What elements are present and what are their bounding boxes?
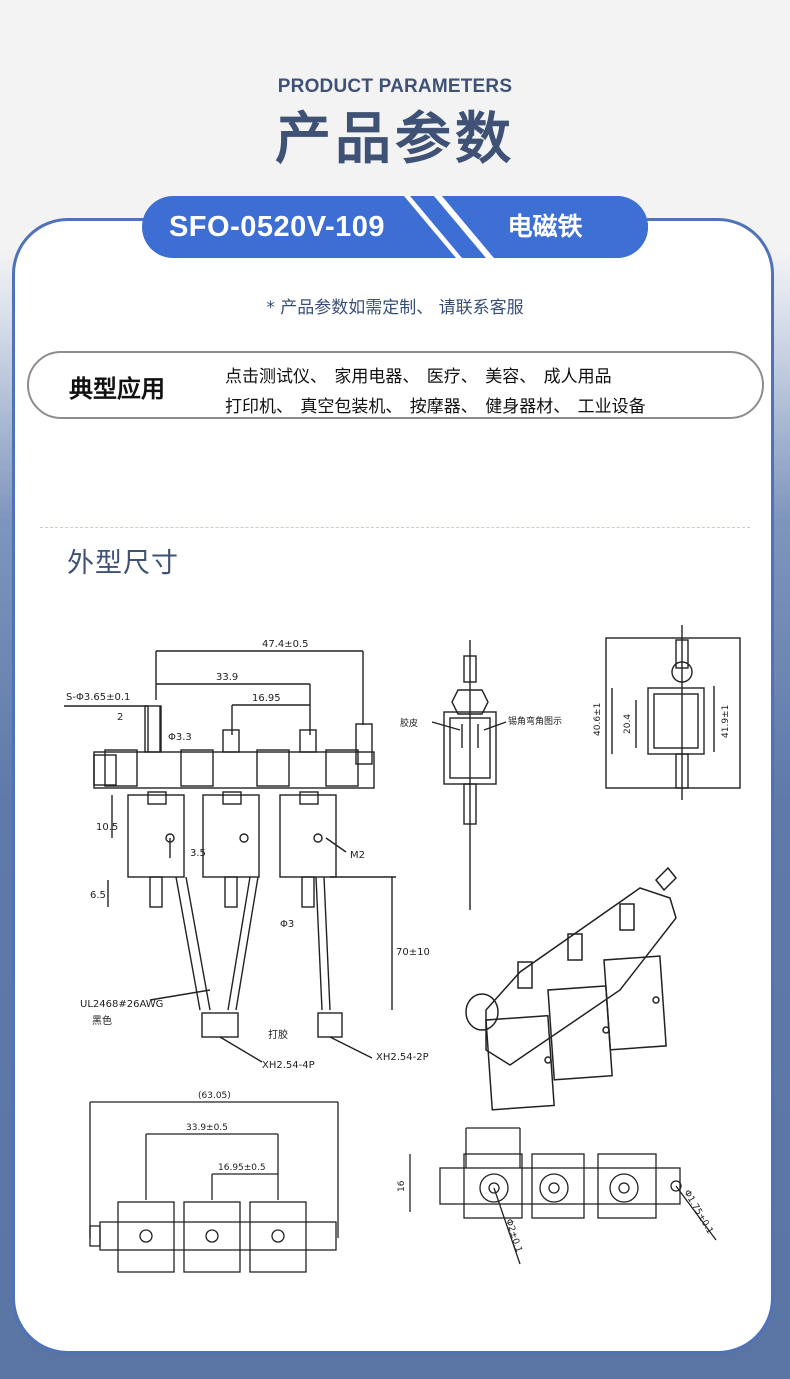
product-banner: SFO-0520V-109 电磁铁 (142, 196, 648, 258)
dim-lead-length: 70±10 (396, 947, 430, 958)
dim-outlet: Φ3 (280, 919, 294, 930)
side-glue-label: 胶皮 (400, 717, 418, 729)
end-h-all: 41.9±1 (721, 705, 731, 738)
end-view-drawing (605, 625, 741, 800)
dim-gap: 2 (117, 712, 123, 723)
dim-offset: 3.5 (190, 848, 206, 859)
connector-2p: XH2.54-2P (376, 1052, 429, 1063)
side-view-labels: 胶皮 锡角弯角图示 (400, 715, 562, 729)
dim-pitch2: 33.9 (216, 672, 238, 683)
product-model: SFO-0520V-109 (168, 211, 386, 243)
isometric-view-drawing (465, 866, 678, 1111)
dim-screw: M2 (350, 850, 365, 861)
dim-inlet-d: Φ3.3 (168, 732, 192, 743)
applications-title: 典型应用 (69, 375, 165, 403)
end-h-body: 20.4 (623, 714, 633, 734)
bottom-pitch1: 16.95±0.5 (218, 1163, 266, 1173)
header-title-cn: 产品参数 (275, 107, 515, 172)
side-bend-label: 锡角弯角图示 (508, 715, 562, 727)
dim-overall: 47.4±0.5 (262, 639, 309, 650)
front-view-labels: 47.4±0.5 33.9 16.95 S-Φ3.65±0.1 2 Φ3.3 1… (66, 639, 430, 1071)
dim-h2: 6.5 (90, 890, 106, 901)
front-view-drawing (64, 650, 396, 1063)
top-small-hole: Φ1.75±0.1 (681, 1189, 714, 1236)
top-width: 16 (397, 1180, 407, 1192)
glue-label: 打胶 (268, 1028, 288, 1041)
connector-4p: XH2.54-4P (262, 1060, 315, 1071)
applications-line-1: 点击测试仪、 家用电器、 医疗、 美容、 成人用品 (225, 367, 612, 387)
header-title-en: PRODUCT PARAMETERS (277, 76, 513, 97)
customize-note: * 产品参数如需定制、 请联系客服 (266, 298, 524, 318)
applications-line-2: 打印机、 真空包装机、 按摩器、 健身器材、 工业设备 (225, 397, 646, 417)
dim-inlet: S-Φ3.65±0.1 (66, 692, 130, 703)
dim-h1: 10.5 (96, 822, 118, 833)
dimensions-title: 外型尺寸 (67, 548, 179, 579)
top-hole: Φ2±0.1 (503, 1218, 523, 1254)
bottom-overall: (63.05) (198, 1091, 231, 1101)
end-h-total: 40.6±1 (593, 703, 603, 736)
banner-divider (404, 196, 648, 258)
section-divider (40, 527, 750, 528)
bottom-view-drawing (89, 1101, 339, 1273)
bottom-pitch2: 33.9±0.5 (186, 1123, 228, 1133)
bottom-view-labels: (63.05) 33.9±0.5 16.95±0.5 (186, 1091, 266, 1173)
wire-spec: UL2468#26AWG (80, 999, 163, 1010)
applications-box: 典型应用 点击测试仪、 家用电器、 医疗、 美容、 成人用品 打印机、 真空包装… (27, 351, 764, 419)
wire-color: 黑色 (92, 1014, 112, 1027)
dim-pitch1: 16.95 (252, 693, 281, 704)
top-view-drawing (409, 1127, 717, 1265)
end-view-labels: 40.6±1 20.4 41.9±1 (593, 703, 731, 738)
product-type: 电磁铁 (507, 212, 583, 241)
side-view-drawing (431, 640, 507, 910)
top-view-labels: 16 Φ2±0.1 Φ1.75±0.1 (397, 1180, 715, 1254)
